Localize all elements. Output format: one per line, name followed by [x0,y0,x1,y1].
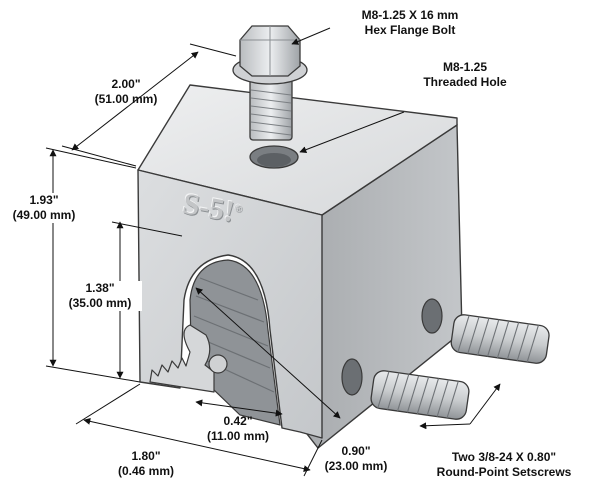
setscrew-leader-a [469,383,501,425]
setscrews-callout-line2: Round-Point Setscrews [436,465,572,479]
dim-width-metric: (0.46 mm) [117,464,175,478]
dim-slot-height-ext [111,221,183,237]
hex-flange-bolt [232,25,308,141]
dim-width-line [83,417,311,473]
side-hole-lower [341,358,363,396]
dim-slot-width-line [195,287,341,419]
bolt-callout-line1: M8-1.25 X 16 mm [361,8,459,22]
dim-slot-height-metric: (35.00 mm) [68,296,132,310]
dim-slot-width-imperial: 0.90" [341,444,371,458]
dim-slot-height-label: 1.38" (35.00 mm) [58,281,142,311]
dim-depth-imperial: 2.00" [111,77,141,91]
setscrew-lower [370,370,470,420]
dim-slot-gap-imperial: 0.42" [223,414,253,428]
dim-width-ext-b [303,439,323,477]
setscrews-callout-line1: Two 3/8-24 X 0.80" [451,450,557,464]
dim-depth-line [71,51,199,151]
dim-slot-width-label: 0.90" (23.00 mm) [314,444,398,474]
dim-width-label: 1.80" (0.46 mm) [106,449,186,479]
hole-leader [299,111,405,154]
setscrew-upper [450,314,550,364]
dim-height-metric: (49.00 mm) [12,208,76,222]
setscrews-callout: Two 3/8-24 X 0.80" Round-Point Setscrews [418,450,590,480]
dim-height-ext-a [45,147,137,169]
dim-depth-ext-a [61,145,137,167]
setscrew-leader-b [419,422,471,430]
dim-depth-label: 2.00" (51.00 mm) [84,77,168,107]
bolt-leader [291,27,331,45]
dim-width-ext-a [75,383,141,425]
dim-width-imperial: 1.80" [131,449,161,463]
jaw-detail [208,354,228,374]
bolt-threads [250,89,292,136]
dim-height-label: 1.93" (49.00 mm) [2,193,86,223]
dim-slot-gap-label: 0.42" (11.00 mm) [198,414,278,444]
dim-slot-gap-metric: (11.00 mm) [206,429,270,443]
bolt-callout-line2: Hex Flange Bolt [364,23,456,37]
bolt-callout: M8-1.25 X 16 mm Hex Flange Bolt [335,8,485,38]
threaded-hole-callout-line1: M8-1.25 [442,60,488,74]
dim-height-imperial: 1.93" [29,193,59,207]
threaded-hole-inner [257,153,291,167]
dim-height-ext-b [45,365,141,383]
dim-slot-width-metric: (23.00 mm) [324,459,388,473]
dim-depth-ext-b [189,43,237,57]
threaded-hole-callout-line2: Threaded Hole [423,75,507,89]
dimension-lines [45,27,501,477]
dim-slot-height-imperial: 1.38" [85,281,115,295]
dim-depth-metric: (51.00 mm) [94,92,158,106]
side-hole-upper [421,298,443,334]
threaded-hole-callout: M8-1.25 Threaded Hole [405,60,525,90]
